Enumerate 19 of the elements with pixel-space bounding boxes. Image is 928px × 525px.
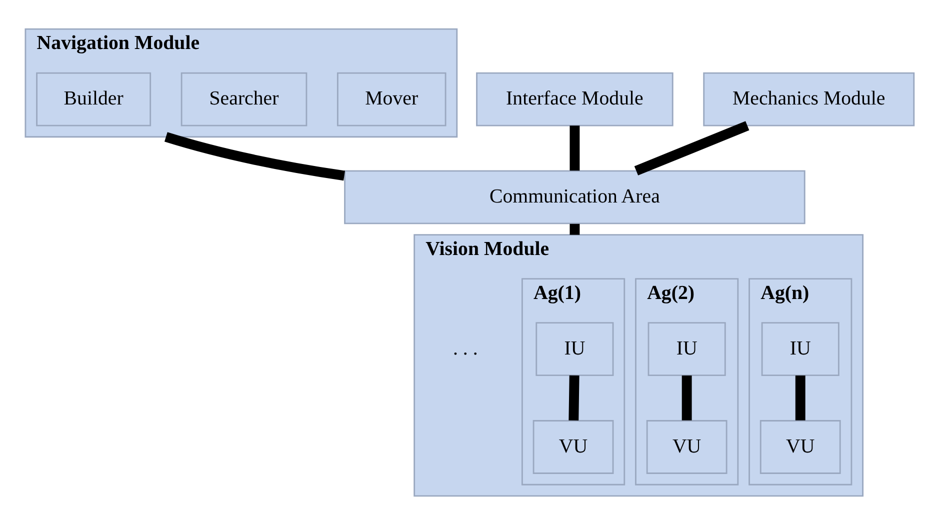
node-box: Interface Module [476, 72, 674, 126]
node-box: Communication Area [344, 170, 806, 224]
node-box: Builder [36, 72, 152, 126]
connector [570, 126, 580, 171]
node-box: VU [532, 420, 614, 474]
node-box: VU [760, 420, 841, 474]
node-box: IU [536, 322, 614, 376]
node-box: Mechanics Module [703, 72, 915, 126]
connector [570, 224, 580, 235]
node-box: IU [761, 322, 840, 376]
connector [795, 375, 806, 420]
connector [568, 375, 580, 421]
node-box: Searcher [180, 72, 308, 126]
node-box: VU [646, 420, 728, 474]
node-box: IU [648, 322, 726, 376]
connector [682, 375, 692, 420]
node-box: Mover [336, 72, 446, 126]
connector [634, 121, 750, 176]
label: . . . [453, 337, 478, 360]
